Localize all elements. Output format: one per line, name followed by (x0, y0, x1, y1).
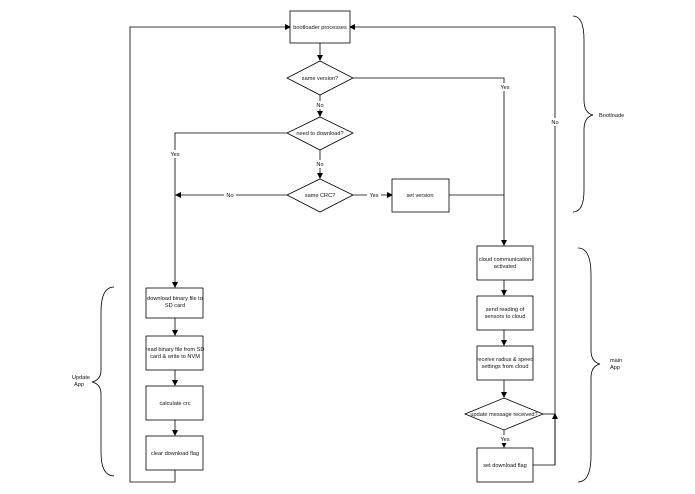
svg-text:same CRC?: same CRC? (305, 193, 335, 199)
svg-text:card & write to NVM: card & write to NVM (150, 354, 200, 360)
svg-text:update message received?: update message received? (470, 412, 537, 418)
decision-need-to-download: need to download? (286, 116, 354, 151)
edge-loop-to-bootloader (349, 24, 556, 465)
svg-text:send reading of: send reading of (486, 307, 525, 313)
svg-text:Yes: Yes (500, 437, 509, 443)
svg-text:Update: Update (72, 375, 90, 381)
svg-text:Yes: Yes (500, 85, 509, 91)
svg-text:bootloader processes: bootloader processes (293, 25, 347, 31)
node-cloud-communication: cloud communication activated (476, 245, 534, 281)
svg-text:set download flag: set download flag (483, 463, 527, 469)
edge-label-no-download: No (314, 160, 326, 168)
decision-same-crc: same CRC? (286, 178, 354, 213)
svg-text:Yes: Yes (369, 193, 378, 199)
edge-set-flag-out (533, 413, 558, 466)
svg-text:Yes: Yes (170, 152, 179, 158)
svg-text:No: No (316, 103, 323, 109)
svg-text:settings from cloud: settings from cloud (482, 364, 529, 370)
svg-text:download binary file to: download binary file to (147, 296, 203, 302)
edge-label-yes-update: Yes (498, 435, 512, 443)
svg-text:clear download flag: clear download flag (151, 451, 199, 457)
node-send-reading: send reading of sensors to cloud (476, 295, 534, 331)
edge-label-no-update: No (549, 118, 561, 126)
decision-update-message: update message received? (463, 397, 545, 431)
node-set-version: set version (391, 178, 450, 213)
edge-label-yes-version: Yes (498, 83, 512, 91)
edge-need-download-yes (172, 132, 287, 288)
svg-text:App: App (610, 365, 620, 371)
edge-label-no-crc: No (224, 191, 236, 199)
edge-same-version-yes (353, 77, 507, 246)
brace-update-app (91, 286, 115, 477)
svg-text:App: App (74, 382, 84, 388)
node-clear-download-flag: clear download flag (145, 435, 204, 471)
node-bootloader-processes: bootloader processes (289, 10, 351, 44)
brace-main-app (577, 247, 601, 483)
edge-label-yes-download: Yes (168, 150, 182, 158)
edge-label-no-version: No (314, 101, 326, 109)
node-calculate-crc: calculate crc (145, 385, 204, 421)
decision-same-version: same version? (286, 60, 354, 96)
svg-text:SD card: SD card (165, 303, 185, 309)
svg-text:same version?: same version? (302, 76, 338, 82)
svg-text:sensors to cloud: sensors to cloud (485, 314, 526, 320)
svg-text:set version: set version (406, 193, 433, 199)
edge-clear-to-bootloader (129, 24, 291, 483)
svg-text:Bootloade: Bootloade (599, 113, 624, 119)
svg-text:No: No (316, 162, 323, 168)
svg-text:need to download?: need to download? (296, 131, 343, 137)
svg-text:activated: activated (494, 264, 516, 270)
node-set-download-flag: set download flag (476, 447, 534, 483)
svg-text:No: No (226, 193, 233, 199)
node-read-binary: read binary file from SD card & write to… (145, 335, 205, 371)
svg-text:main: main (610, 358, 622, 364)
svg-text:cloud communication: cloud communication (479, 257, 532, 263)
node-download-binary: download binary file to SD card (145, 287, 204, 319)
svg-text:No: No (551, 120, 558, 126)
node-receive-settings: receive radius & speed settings from clo… (477, 345, 534, 381)
brace-bootloader (572, 15, 594, 213)
svg-text:receive radius & speed: receive radius & speed (477, 357, 534, 363)
svg-text:calculate crc: calculate crc (159, 401, 190, 407)
edge-label-yes-crc: Yes (367, 191, 381, 199)
svg-text:read binary file from SD: read binary file from SD (146, 347, 205, 353)
